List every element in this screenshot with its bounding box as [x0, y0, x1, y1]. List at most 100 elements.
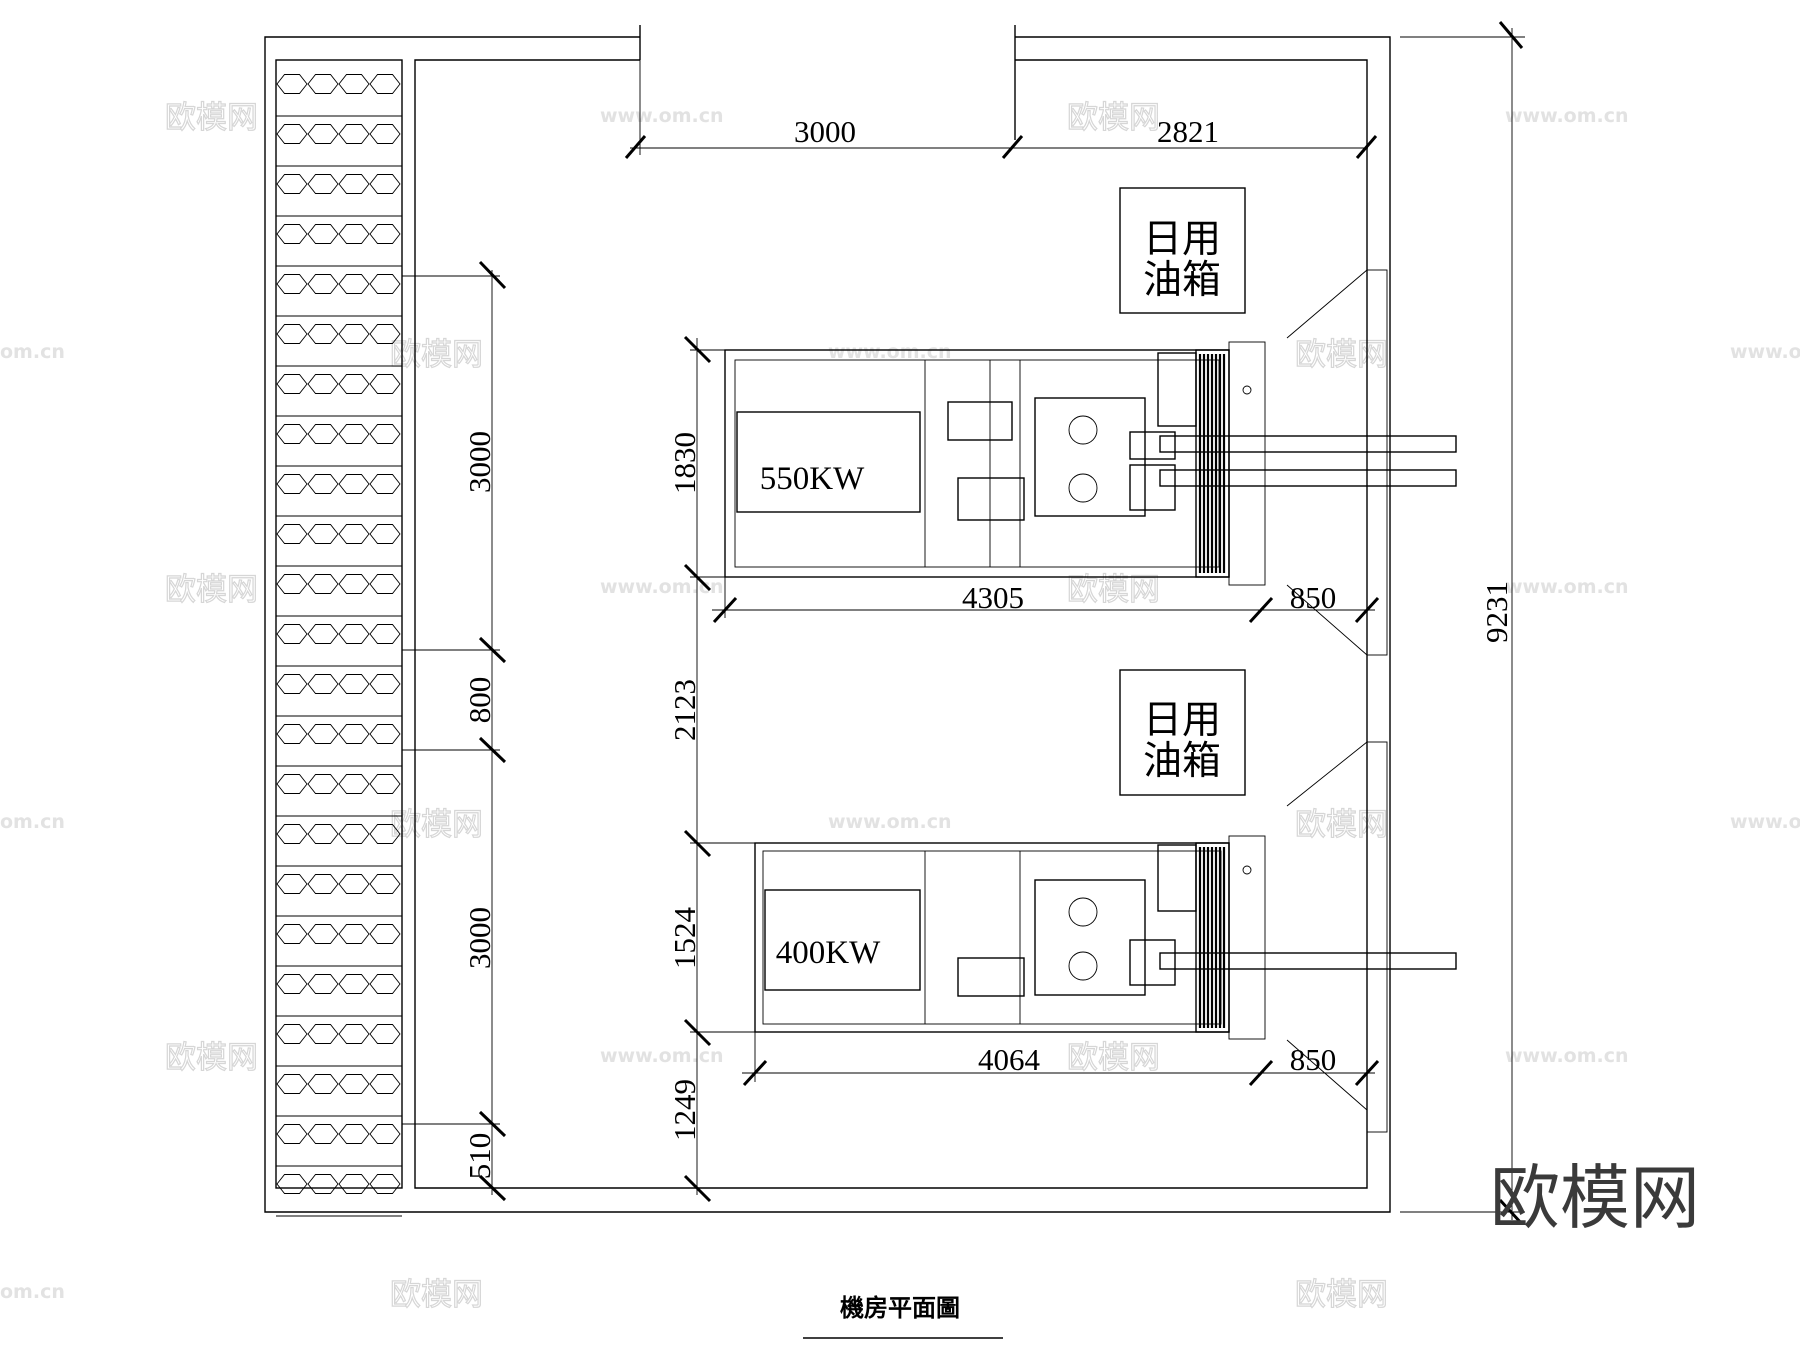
- watermark-logo: 欧模网: [165, 572, 258, 608]
- trench-hexagon: [338, 774, 370, 794]
- dim-tick: [712, 596, 738, 624]
- trench-hexagon: [338, 74, 370, 94]
- trench-hexagon: [307, 474, 339, 494]
- dim-left-4: 510: [462, 1133, 497, 1180]
- trench-hexagon: [307, 1074, 339, 1094]
- watermark-logo: 欧模网: [390, 1277, 483, 1313]
- trench-hexagon: [369, 824, 401, 844]
- watermark-logo: 欧模网: [1295, 1277, 1388, 1313]
- trench-hexagon: [338, 1124, 370, 1144]
- trench-hexagon: [338, 524, 370, 544]
- trench-hexagon: [307, 374, 339, 394]
- trench-hexagon: [276, 724, 308, 744]
- gen1-fan-guard: [1228, 341, 1266, 586]
- day-tank-2-label-line2: 油箱: [1143, 739, 1221, 784]
- dim-tick: [1248, 1059, 1274, 1087]
- trench-hexagon: [338, 424, 370, 444]
- trench-hexagon: [307, 274, 339, 294]
- trench-hexagon: [369, 174, 401, 194]
- gen2-block: [1129, 939, 1176, 986]
- trench-hexagon: [307, 824, 339, 844]
- watermark-url: om.cn: [0, 811, 65, 833]
- day-tank-1: [1119, 187, 1246, 314]
- dim-overall-height: 9231: [1479, 581, 1514, 643]
- dim-tick: [683, 563, 712, 592]
- trench-hexagon: [307, 924, 339, 944]
- dim-tick: [1248, 596, 1274, 624]
- trench-hexagon: [276, 224, 308, 244]
- gen1-block: [1129, 464, 1176, 511]
- generator-400kw: 日用 油箱 400KW: [754, 669, 1457, 1133]
- trench-hexagon: [338, 674, 370, 694]
- trench-hexagon: [369, 924, 401, 944]
- trench-hexagon: [338, 874, 370, 894]
- watermark-url: www.om.cn: [600, 105, 724, 127]
- gen1-alternator: [736, 411, 921, 513]
- outer-wall: [264, 36, 1391, 1213]
- dim-gen1-clearance: 850: [1290, 580, 1337, 615]
- gen1-pulley: [1068, 415, 1098, 445]
- gen1-radiator-fins: [1198, 354, 1226, 573]
- dim-mid-3: 1524: [667, 907, 702, 970]
- watermark-logo: 欧模网: [165, 100, 258, 136]
- trench-hexagon: [369, 1124, 401, 1144]
- dim-gen1-length: 4305: [962, 580, 1024, 615]
- trench-hexagon: [369, 224, 401, 244]
- trench-hexagon: [307, 1024, 339, 1044]
- trench-hexagon: [369, 124, 401, 144]
- gen1-louver: [1366, 269, 1388, 656]
- dim-tick: [1001, 135, 1024, 159]
- trench-hexagon: [338, 824, 370, 844]
- trench-hexagon: [369, 374, 401, 394]
- dim-left-3: 3000: [462, 907, 497, 969]
- trench-hexagon: [369, 474, 401, 494]
- trench-hexagon: [338, 474, 370, 494]
- watermark-url: www.om.cn: [828, 811, 952, 833]
- trench-hexagon: [307, 624, 339, 644]
- trench-hexagon: [338, 1174, 370, 1194]
- gen1-block: [1129, 431, 1176, 460]
- dim-tick: [1498, 21, 1524, 49]
- trench-hexagon: [338, 174, 370, 194]
- trench-hexagon: [276, 774, 308, 794]
- day-tank-1-label-line1: 日用: [1143, 217, 1221, 262]
- watermark-url: www.om.cn: [600, 1045, 724, 1067]
- dim-top-left: 3000: [794, 114, 856, 149]
- trench-hexagon: [307, 974, 339, 994]
- trench-hexagon: [338, 374, 370, 394]
- dim-tick: [683, 1018, 712, 1047]
- trench-hexagon: [276, 1174, 308, 1194]
- trench-hexagon: [276, 874, 308, 894]
- trench-hexagon: [276, 574, 308, 594]
- trench-hexagon: [307, 874, 339, 894]
- trench-hexagon: [276, 124, 308, 144]
- trench-hexagon: [369, 524, 401, 544]
- dim-tick: [683, 829, 712, 858]
- trench-hexagon: [369, 624, 401, 644]
- trench-hexagon: [307, 1124, 339, 1144]
- gen2-engine-block: [1034, 879, 1146, 996]
- watermarks: 欧模网 欧模网 欧模网 欧模网 欧模网 欧模网 欧模网 欧模网 欧模网 欧模网 …: [0, 99, 1800, 1313]
- day-tank-2-label-line1: 日用: [1143, 698, 1221, 743]
- trench-hexagon: [307, 174, 339, 194]
- trench-hexagon: [338, 1074, 370, 1094]
- trench-hexagon: [307, 74, 339, 94]
- dim-tick: [478, 1174, 507, 1202]
- trench-hexagon: [276, 374, 308, 394]
- watermark-logo: 欧模网: [165, 1040, 258, 1076]
- watermark-logo: 欧模网: [390, 337, 483, 373]
- dim-mid-2: 2123: [667, 679, 702, 741]
- trench-hexagon: [369, 74, 401, 94]
- trench-hexagon: [338, 924, 370, 944]
- dim-tick: [624, 135, 647, 159]
- trench-hexagon: [338, 224, 370, 244]
- gen2-radiator-hatch: [1157, 844, 1197, 912]
- watermark-url: www.om.cn: [1505, 576, 1629, 598]
- trench-hexagon: [369, 574, 401, 594]
- trench-hexagon: [307, 574, 339, 594]
- watermark-url: www.om.cn: [1505, 105, 1629, 127]
- trench-hexagon: [338, 624, 370, 644]
- trench-hexagon: [338, 724, 370, 744]
- trench-hexagon: [276, 974, 308, 994]
